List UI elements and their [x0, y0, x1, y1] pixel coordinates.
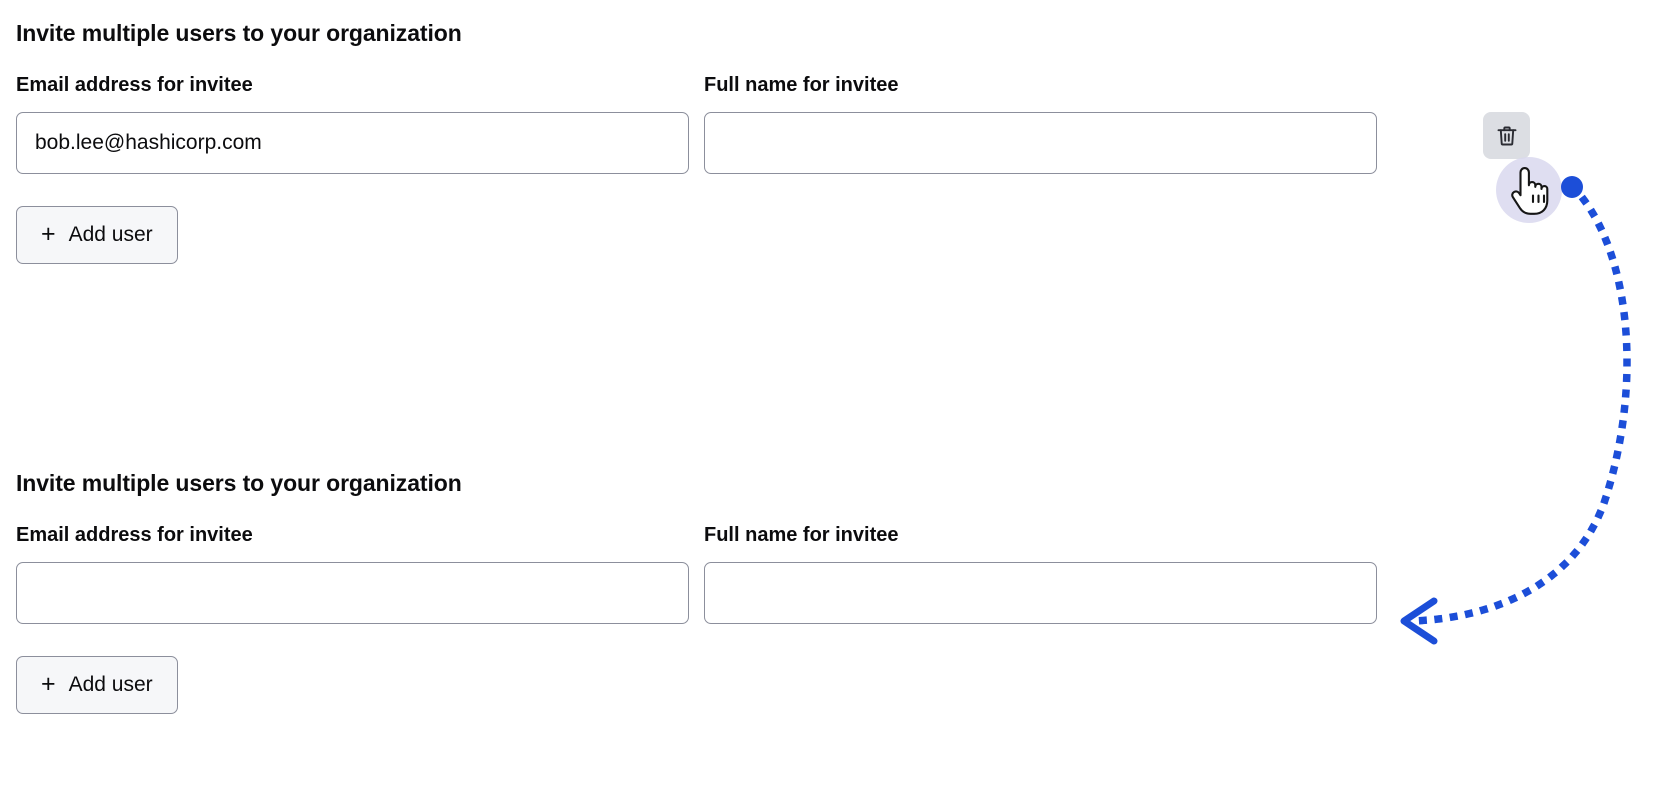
email-field-group: Email address for invitee: [16, 72, 689, 174]
fullname-field-label-secondary: Full name for invitee: [704, 524, 899, 546]
add-user-button-label-secondary: Add user: [68, 673, 153, 696]
fullname-field-group: Full name for invitee: [704, 72, 1377, 174]
start-point-dot: [1561, 176, 1583, 198]
plus-icon: +: [41, 219, 56, 248]
add-user-button-secondary[interactable]: + Add user: [16, 656, 178, 714]
email-field-label-secondary: Email address for invitee: [16, 524, 253, 546]
fullname-input[interactable]: [704, 112, 1377, 174]
invite-section-bottom: Invite multiple users to your organizati…: [16, 468, 1516, 714]
page-title: Invite multiple users to your organizati…: [16, 20, 462, 46]
invite-section-top: Invite multiple users to your organizati…: [16, 18, 1530, 264]
fullname-input-secondary[interactable]: [704, 562, 1377, 624]
email-field-group-secondary: Email address for invitee: [16, 522, 689, 624]
email-input[interactable]: [16, 112, 689, 174]
delete-invitee-button[interactable]: [1483, 112, 1530, 159]
fullname-field-label: Full name for invitee: [704, 74, 899, 96]
invitee-field-row: Email address for invitee Full name for …: [16, 72, 1530, 184]
fullname-field-group-secondary: Full name for invitee: [704, 522, 1377, 624]
add-user-button-label: Add user: [68, 223, 153, 246]
email-field-label: Email address for invitee: [16, 74, 253, 96]
plus-icon-secondary: +: [41, 669, 56, 698]
trash-icon: [1495, 124, 1519, 148]
email-input-secondary[interactable]: [16, 562, 689, 624]
add-user-button[interactable]: + Add user: [16, 206, 178, 264]
invitee-field-row-secondary: Email address for invitee Full name for …: [16, 522, 1516, 634]
page-title-secondary: Invite multiple users to your organizati…: [16, 470, 462, 496]
